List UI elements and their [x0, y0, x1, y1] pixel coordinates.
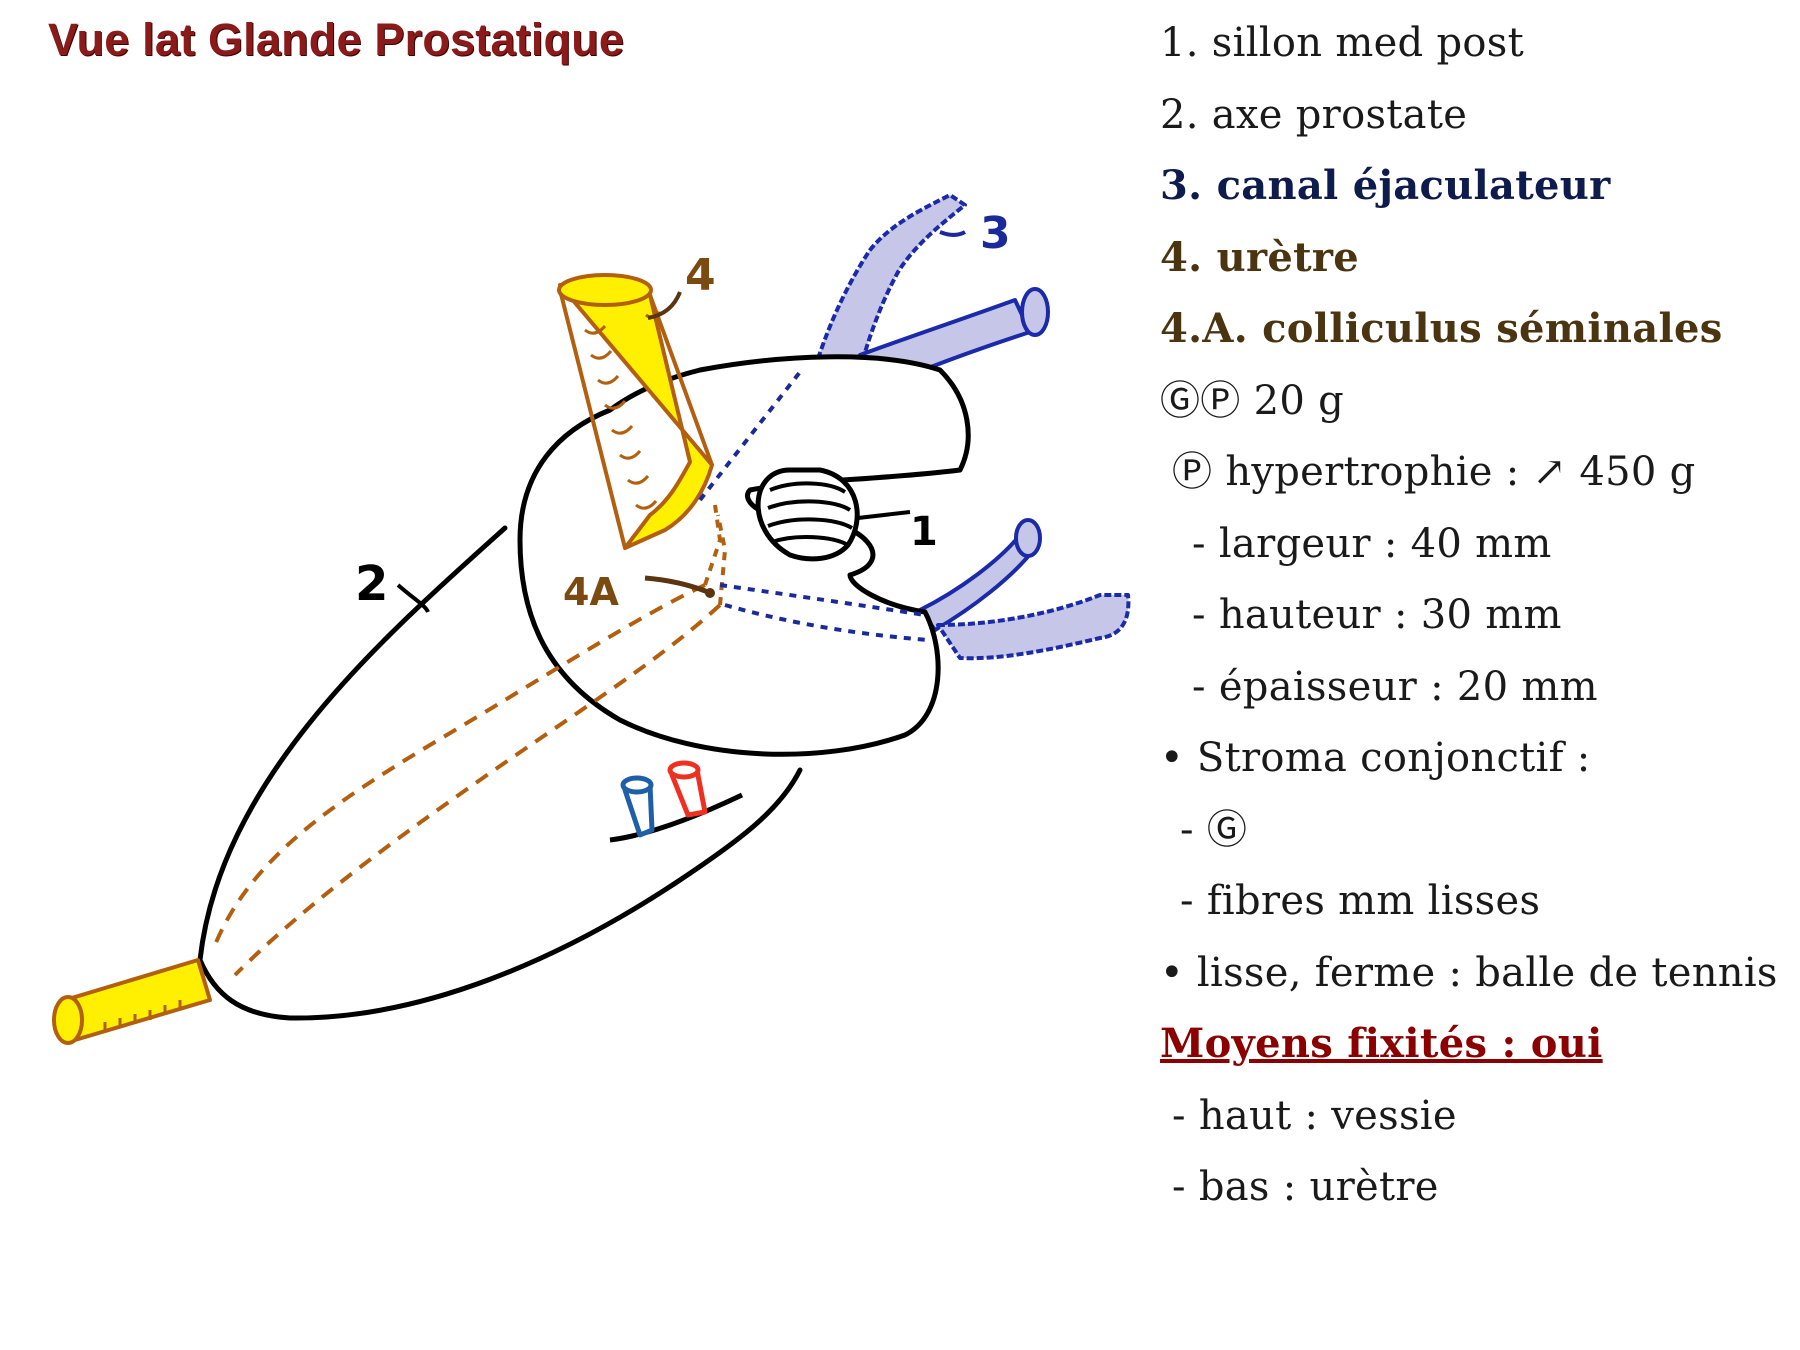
legend-item: - fibres mm lisses: [1180, 878, 1541, 924]
prostate-lateral-diagram: 1 2 3 4 4A: [52, 193, 1131, 1045]
label-4: 4: [685, 250, 716, 301]
urethra-lower: [52, 958, 212, 1045]
legend-item: 1. sillon med post: [1160, 20, 1524, 66]
label-3-pointer: [939, 230, 966, 237]
label-2-pointer: [396, 583, 430, 613]
label-4-pointer: [647, 291, 682, 320]
vessels: [609, 760, 744, 843]
diagram-title: Vue lat Glande Prostatique: [48, 14, 625, 65]
legend-item: - hauteur : 30 mm: [1192, 592, 1562, 638]
label-4a: 4A: [563, 570, 619, 614]
urethra-upper: [557, 273, 714, 550]
prostate-base-outline: [517, 354, 971, 757]
label-3: 3: [980, 208, 1011, 259]
median-groove: [755, 467, 911, 562]
legend-list: 1. sillon med post 2. axe prostate 3. cana…: [1160, 14, 1790, 1230]
legend-item: - bas : urètre: [1172, 1164, 1439, 1210]
legend-item: - largeur : 40 mm: [1192, 520, 1552, 567]
legend-item: 3. canal éjaculateur: [1160, 162, 1611, 209]
legend-item: - haut : vessie: [1172, 1092, 1457, 1139]
legend-item: 4. urètre: [1160, 233, 1359, 281]
legend-item: ⒼⓅ 20 g: [1160, 377, 1345, 424]
legend-item: • Stroma conjonctif :: [1160, 735, 1591, 781]
ejaculatory-duct-lower: [918, 518, 1131, 661]
legend-item: - Ⓖ: [1180, 806, 1248, 853]
legend-item: Ⓟ hypertrophie : ↗ 450 g: [1172, 449, 1696, 495]
ejaculatory-duct-dotted-path: [698, 370, 929, 642]
colliculus-seminalis-pointer: [644, 575, 715, 598]
legend-item: 4.A. colliculus séminales: [1160, 305, 1723, 352]
legend-item: 2. axe prostate: [1160, 91, 1468, 138]
label-1: 1: [910, 509, 938, 555]
label-2: 2: [355, 556, 388, 612]
legend-item: Moyens fixités : oui: [1160, 1020, 1603, 1067]
legend-item: - épaisseur : 20 mm: [1192, 663, 1598, 710]
legend-item: • lisse, ferme : balle de tennis: [1160, 949, 1778, 996]
